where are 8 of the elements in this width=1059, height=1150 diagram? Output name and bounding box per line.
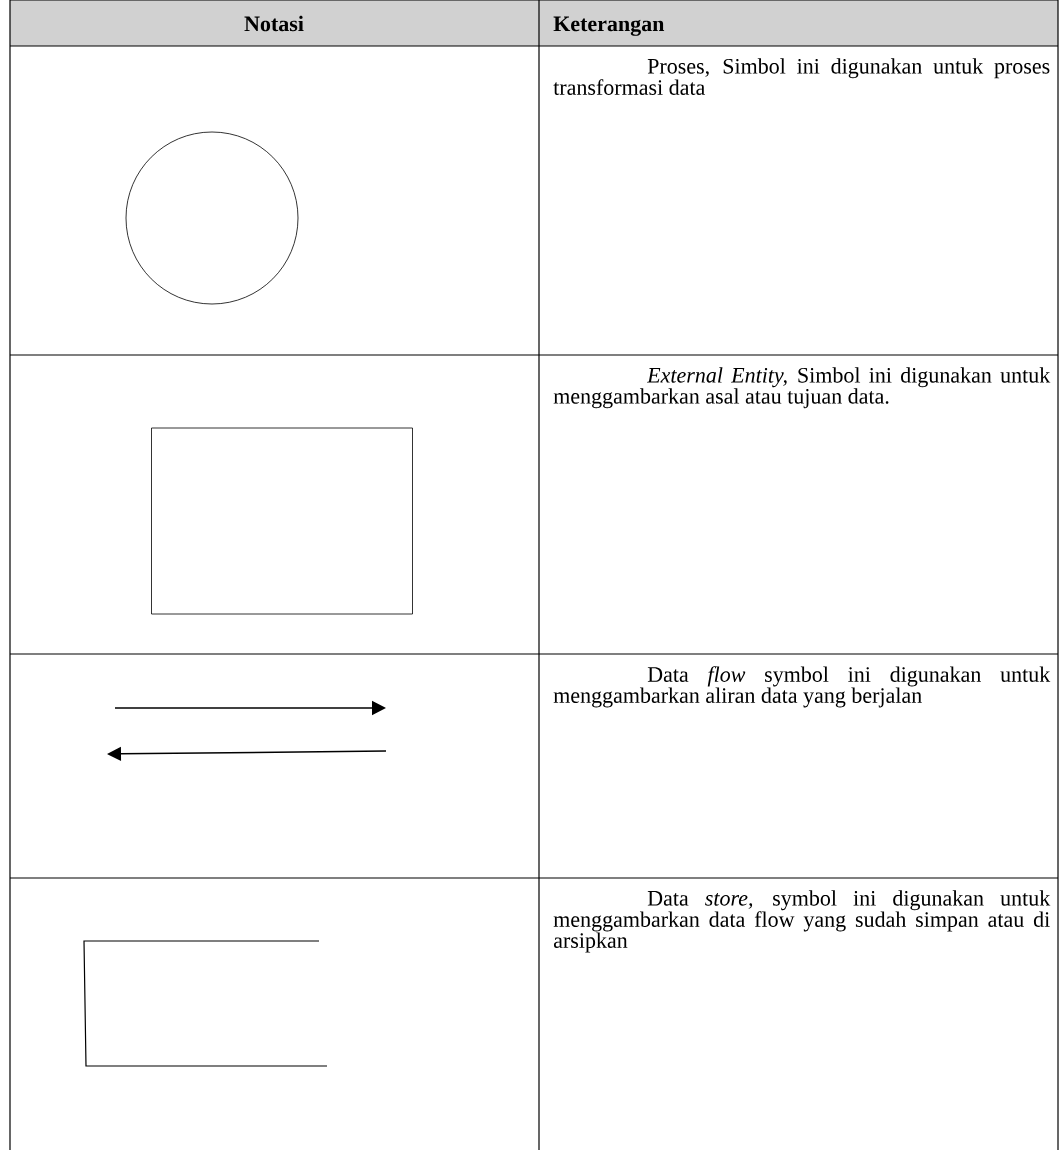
rectangle-symbol xyxy=(151,427,413,615)
description-text: External Entity, Simbol ini digunakan untuk menggambarkan asal atau tujuan data. xyxy=(553,367,1051,409)
description-text: Proses, Simbol ini digunakan untuk proses transformasi data xyxy=(553,58,1050,95)
column-header: Notasi xyxy=(244,15,304,32)
circle-symbol xyxy=(125,131,299,305)
description-text: Data flow symbol ini digunakan untuk menggambarkan aliran data yang berjalan xyxy=(553,666,1051,708)
column-header: Keterangan xyxy=(553,16,665,36)
description-text: Data store, symbol ini digunakan untuk menggambarkan data flow yang sudah simpan atau di arsipkan xyxy=(553,890,1051,953)
